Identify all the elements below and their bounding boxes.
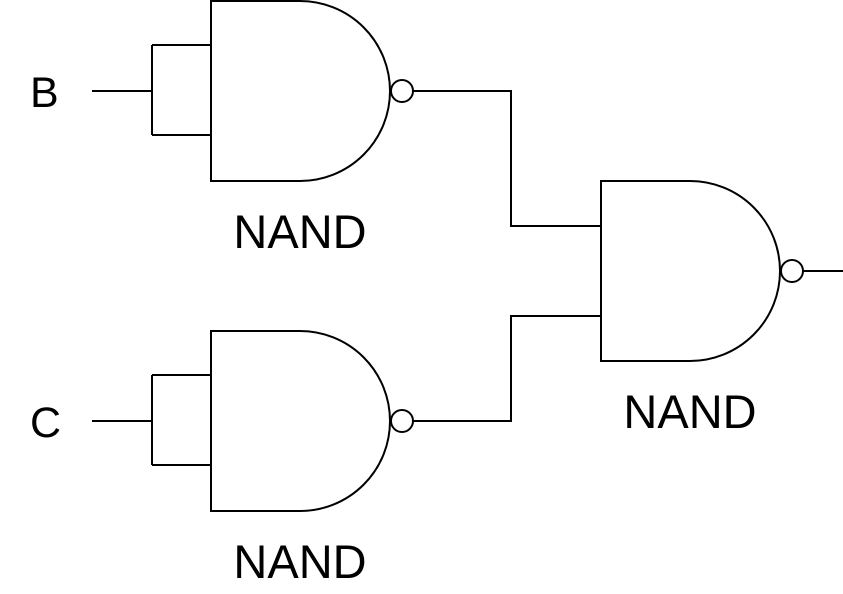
input-wire-c bbox=[92, 374, 211, 466]
wire-gate1-to-gate3 bbox=[413, 90, 601, 227]
input-wire-b bbox=[92, 44, 211, 136]
nand-gate-output bbox=[600, 180, 804, 362]
nand-gate-top bbox=[210, 0, 414, 182]
gate-body-top bbox=[210, 0, 391, 182]
inversion-bubble-bottom bbox=[390, 409, 414, 433]
input-label-c: C bbox=[30, 399, 61, 447]
inversion-bubble-top bbox=[390, 79, 414, 103]
input-label-b: B bbox=[30, 69, 59, 117]
wire-gate2-to-gate3 bbox=[413, 315, 601, 422]
nand-gate-bottom bbox=[210, 330, 414, 512]
gate-body-bottom bbox=[210, 330, 391, 512]
gate-label-top: NAND bbox=[233, 205, 366, 258]
gate-label-output: NAND bbox=[623, 385, 756, 438]
gate-body-output bbox=[600, 180, 781, 362]
inversion-bubble-output bbox=[780, 259, 804, 283]
gate-label-bottom: NAND bbox=[233, 535, 366, 588]
